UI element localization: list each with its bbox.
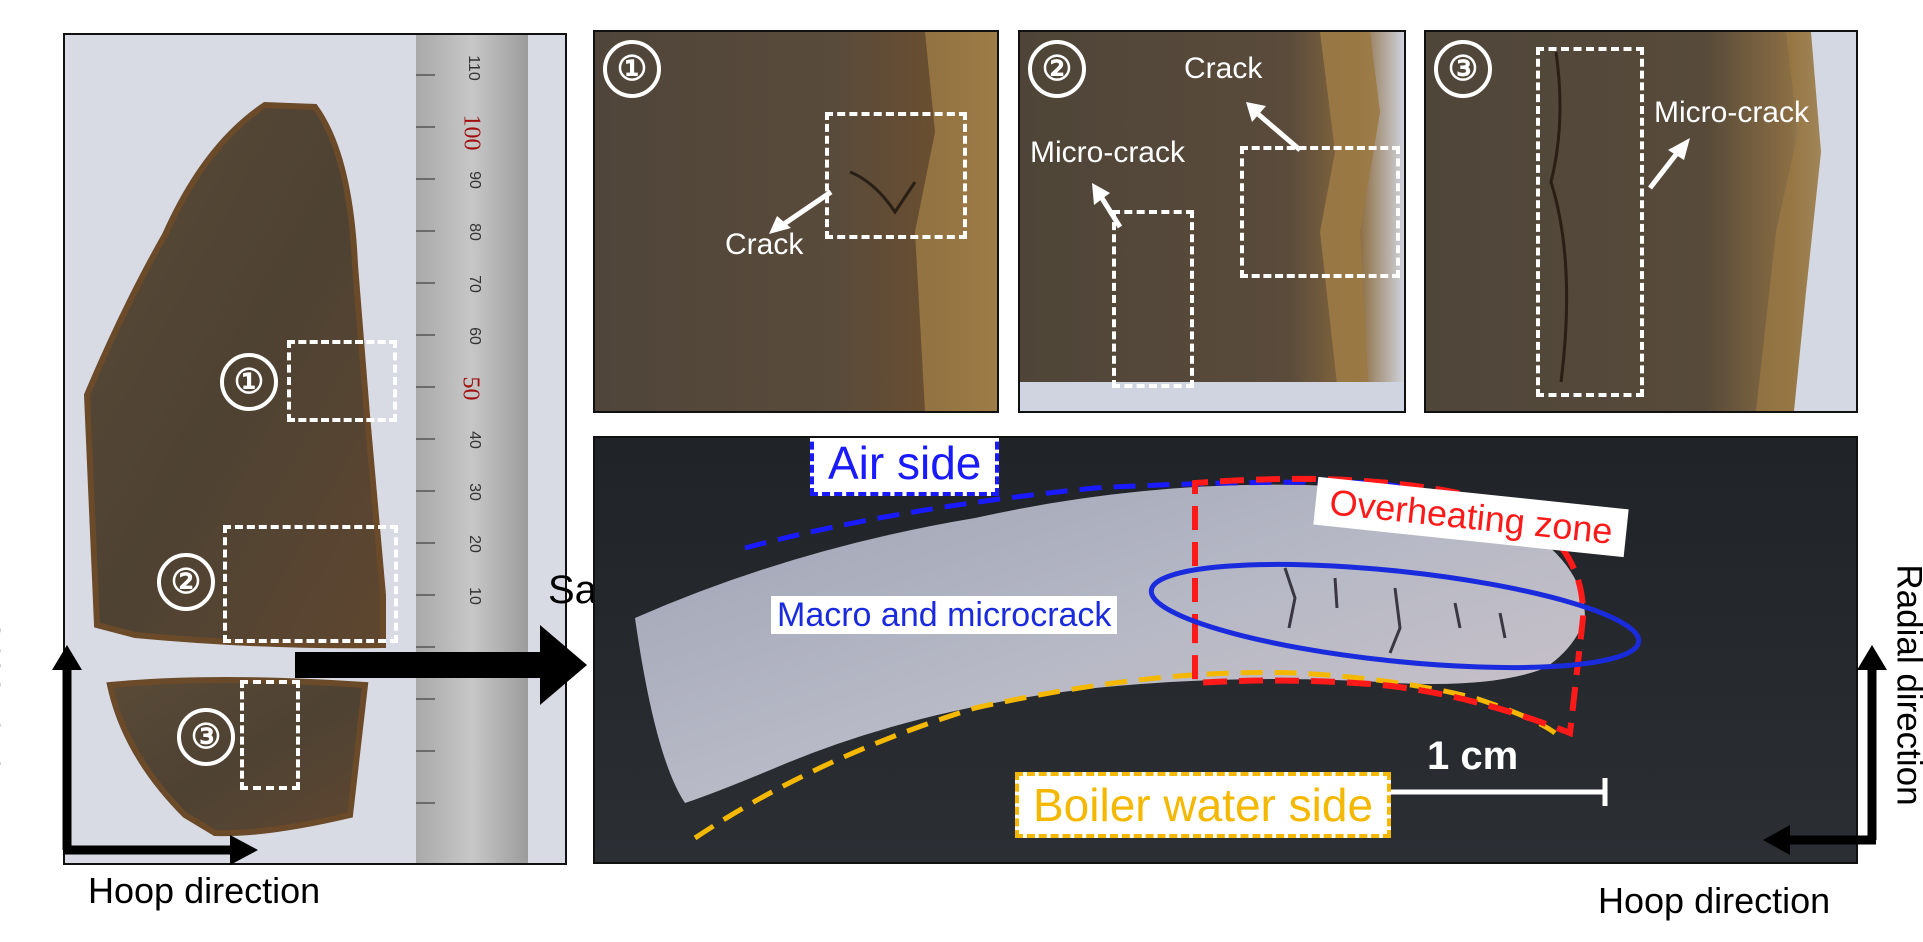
detail-photo-1: ① Crack bbox=[593, 30, 999, 413]
detail-3-microcrack-label: Micro-crack bbox=[1654, 96, 1809, 129]
detail-1-crack-box bbox=[825, 112, 967, 239]
ruler-number-20: 20 bbox=[465, 535, 483, 553]
ruler-number-50: 50 bbox=[457, 376, 484, 401]
hoop-direction-label-right: Hoop direction bbox=[1598, 880, 1831, 921]
region-box-1 bbox=[287, 340, 397, 422]
axial-direction-label: Axial direction bbox=[0, 601, 8, 819]
radial-direction-label: Radial direction bbox=[1889, 564, 1923, 806]
detail-3-marker: ③ bbox=[1434, 40, 1492, 98]
panel-3-texture bbox=[1549, 32, 1856, 411]
scale-bar-label: 1 cm bbox=[1427, 734, 1519, 778]
detail-2-crack-label: Crack bbox=[1184, 52, 1263, 85]
sample-photo-illustration bbox=[83, 35, 528, 863]
detail-photo-2: ② Crack Micro-crack bbox=[1018, 30, 1406, 413]
lower-fragment bbox=[106, 677, 369, 837]
air-side-label: Air side bbox=[810, 438, 1000, 496]
ruler-number-60: 60 bbox=[465, 327, 483, 345]
marker-3: ③ bbox=[177, 708, 235, 766]
detail-2-marker: ② bbox=[1028, 40, 1086, 98]
ruler-number-90: 90 bbox=[465, 171, 483, 189]
detail-1-crack-arrow bbox=[769, 189, 833, 234]
detail-3-microcrack-box bbox=[1536, 47, 1644, 397]
ruler-number-70: 70 bbox=[465, 275, 483, 293]
marker-2: ② bbox=[157, 553, 215, 611]
detail-1-crack-label: Crack bbox=[725, 228, 804, 261]
panel-1-texture bbox=[849, 32, 997, 411]
panel-2-texture bbox=[1020, 32, 1404, 411]
hoop-direction-label-left: Hoop direction bbox=[88, 870, 321, 911]
detail-2-microcrack-box bbox=[1112, 210, 1194, 388]
ruler-number-40: 40 bbox=[465, 431, 483, 449]
region-box-2 bbox=[223, 525, 398, 643]
ruler-number-30: 30 bbox=[465, 483, 483, 501]
detail-2-crack-arrow bbox=[1246, 102, 1302, 152]
detail-2-crack-box bbox=[1240, 146, 1400, 278]
sample-overview-photo: 110 100 90 80 70 60 50 40 30 20 10 ① ② ③ bbox=[63, 33, 567, 865]
detail-3-microcrack-arrow bbox=[1648, 138, 1690, 190]
cross-section-photo: Air side Overheating zone Macro and micr… bbox=[593, 436, 1858, 864]
ruler-ticks bbox=[416, 74, 435, 804]
region-box-3 bbox=[240, 680, 300, 790]
macro-microcrack-label: Macro and microcrack bbox=[771, 596, 1118, 634]
boiler-water-side-label: Boiler water side bbox=[1015, 772, 1392, 838]
ruler-number-80: 80 bbox=[465, 223, 483, 241]
detail-1-marker: ① bbox=[603, 40, 661, 98]
ruler-number-10: 10 bbox=[465, 587, 483, 605]
sampling-arrow bbox=[295, 625, 587, 705]
ruler-number-110: 110 bbox=[464, 55, 482, 81]
axis-arrows-left bbox=[52, 645, 258, 865]
marker-1: ① bbox=[220, 353, 278, 411]
axis-arrows-right bbox=[1763, 645, 1887, 855]
ruler-number-100: 100 bbox=[458, 114, 485, 151]
cross-section-illustration bbox=[635, 475, 1642, 841]
detail-photo-3: ③ Micro-crack bbox=[1424, 30, 1858, 413]
detail-2-microcrack-arrow bbox=[1092, 183, 1123, 229]
detail-2-microcrack-label: Micro-crack bbox=[1030, 136, 1185, 169]
